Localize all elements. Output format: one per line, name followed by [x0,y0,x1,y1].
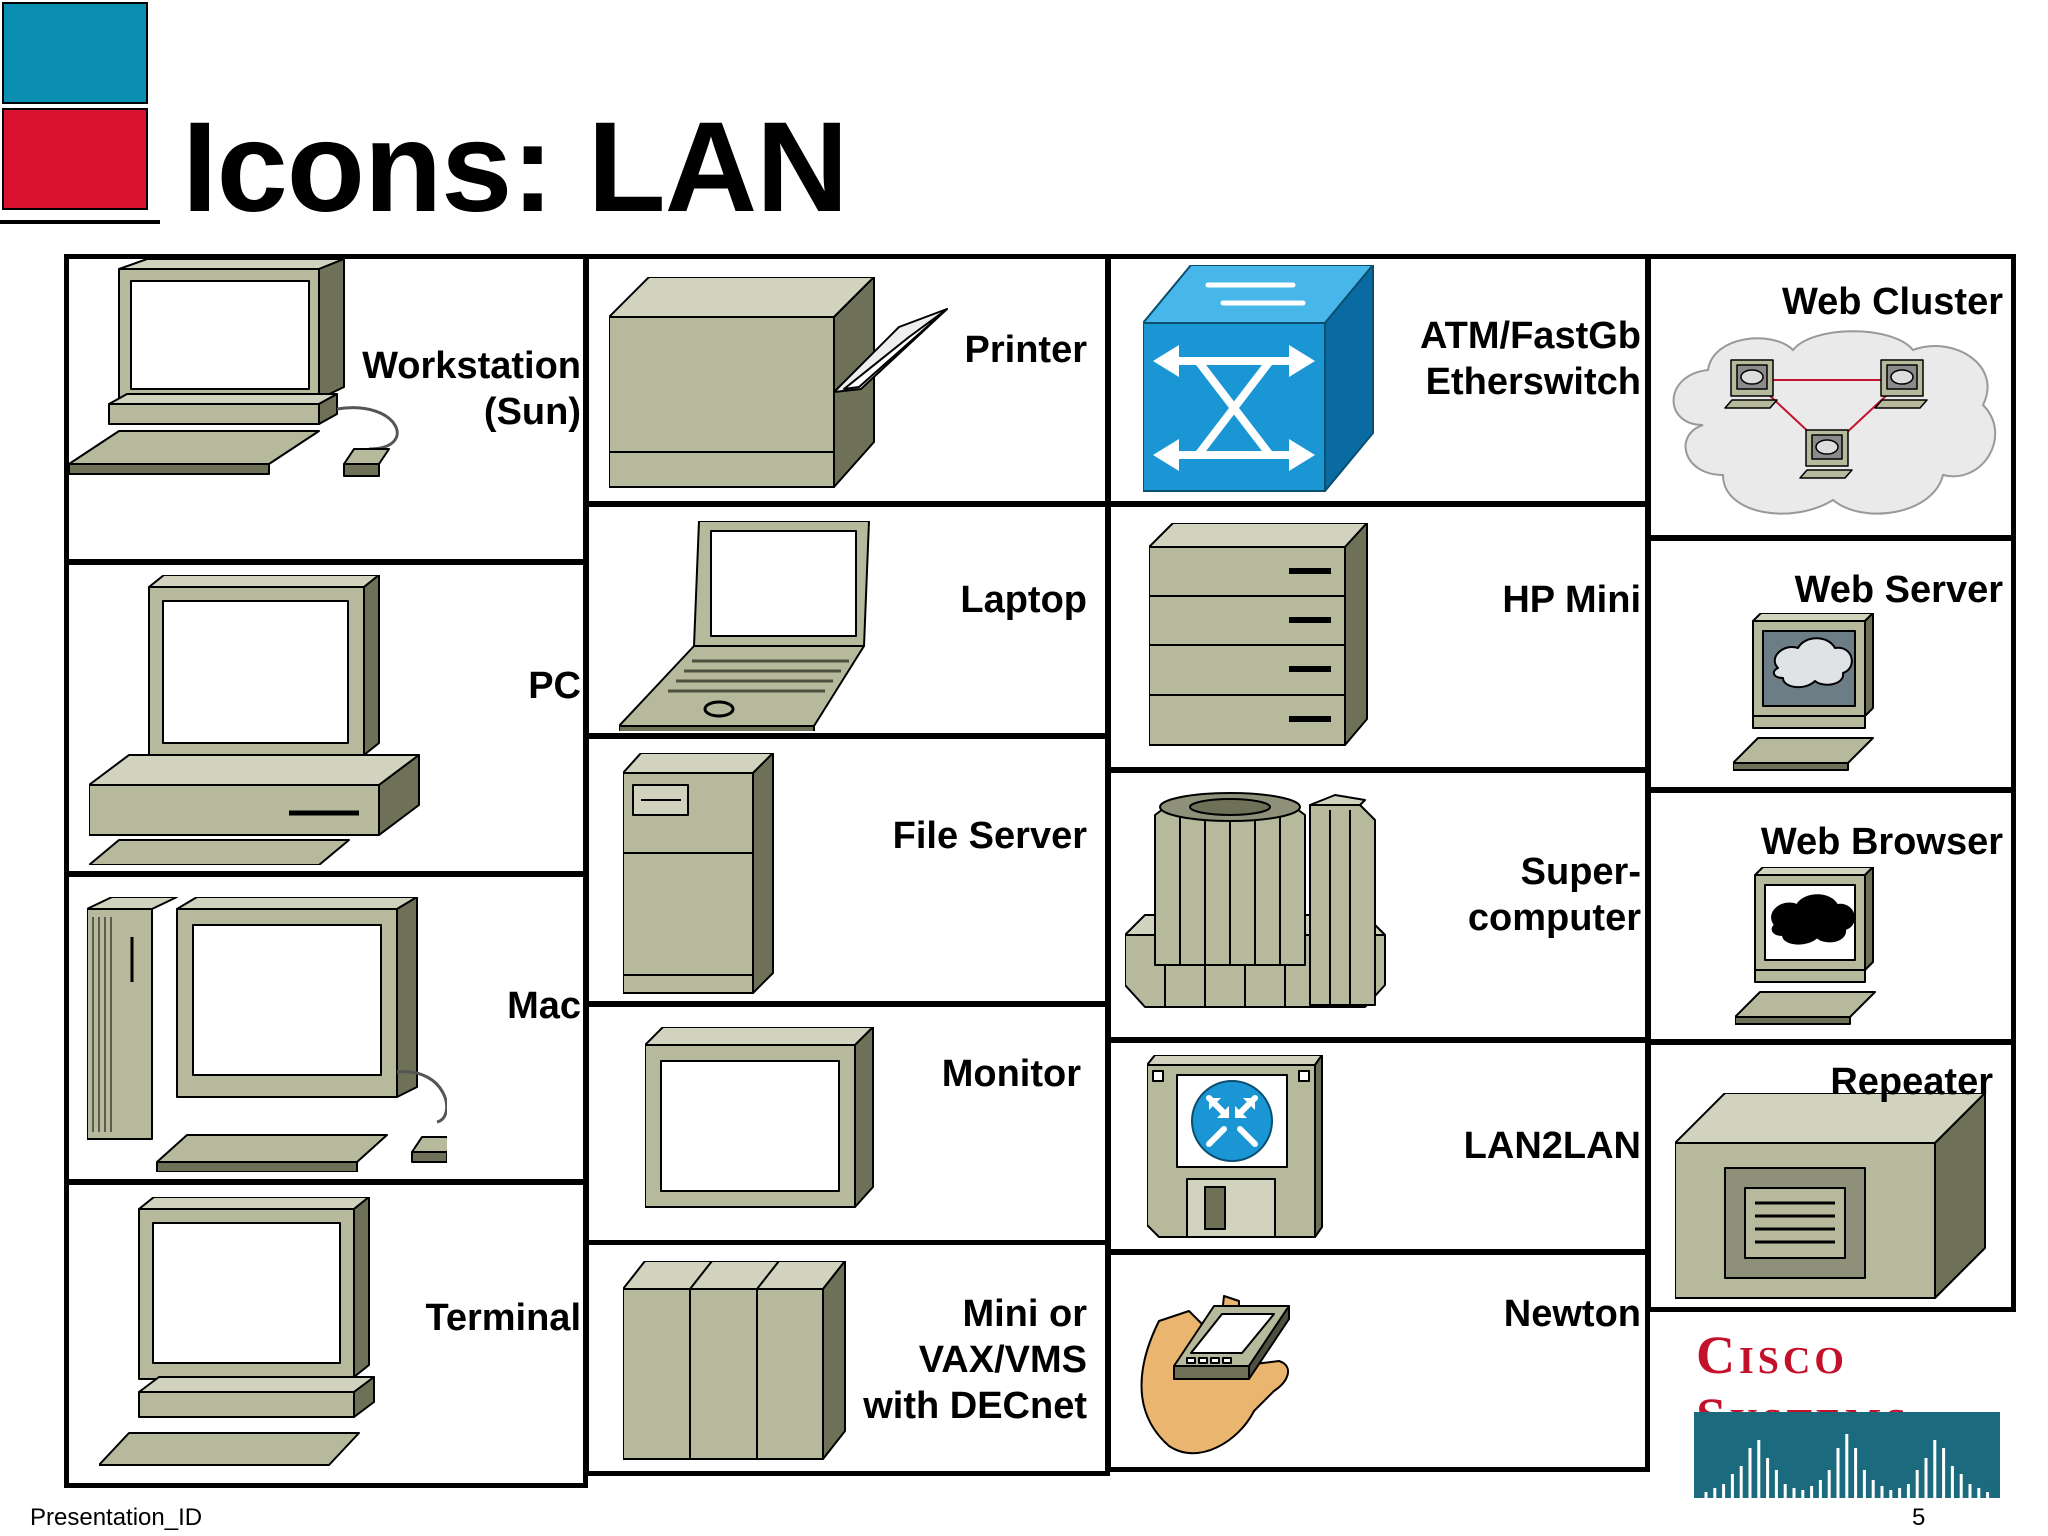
monitor-label: Monitor [941,1053,1081,1095]
page-title: Icons: LAN [182,96,849,239]
cell-newton: Newton [1106,1250,1650,1472]
mini-vax-icon [623,1261,846,1460]
cell-web-server: Web Server [1646,536,2016,792]
header-rule [0,220,160,224]
cell-mini-vax: Mini or VAX/VMS with DECnet [584,1240,1110,1476]
cell-pc: PC [64,560,588,876]
cisco-logo-bars [1694,1412,2000,1498]
cell-lan2lan: LAN2LAN [1106,1038,1650,1254]
lan2lan-icon [1147,1055,1323,1238]
atm-switch-label: ATM/FastGb Etherswitch [1420,315,1641,403]
workstation-icon [69,259,399,477]
mini-vax-label: Mini or VAX/VMS with DECnet [863,1293,1087,1427]
web-browser-icon [1735,867,1876,1025]
web-cluster-label: Web Cluster [1781,281,2003,323]
cell-printer: Printer [584,254,1110,506]
cell-hp-mini: HP Mini [1106,502,1650,772]
header-blue-square [2,2,148,104]
newton-label: Newton [1503,1293,1641,1335]
cell-atm-switch: ATM/FastGb Etherswitch [1106,254,1650,506]
header-red-square [2,108,148,210]
web-server-icon [1733,613,1874,771]
mac-icon [87,897,447,1172]
terminal-label: Terminal [425,1297,581,1339]
cell-web-browser: Web Browser [1646,788,2016,1044]
workstation-label: Workstation (Sun) [362,345,581,433]
file-server-icon [623,753,774,994]
cell-monitor: Monitor [584,1002,1110,1246]
repeater-label: Repeater [1830,1061,1993,1103]
cell-mac: Mac [64,872,588,1184]
cell-file-server: File Server [584,734,1110,1006]
atm-switch-icon [1143,265,1374,492]
web-server-label: Web Server [1794,569,2003,611]
newton-icon [1140,1295,1290,1455]
footer-page-number: 5 [1912,1504,1926,1531]
monitor-icon [645,1027,874,1208]
cell-workstation: Workstation (Sun) [64,254,588,564]
hp-mini-label: HP Mini [1502,579,1641,621]
lan2lan-label: LAN2LAN [1463,1125,1641,1167]
laptop-label: Laptop [960,579,1087,621]
laptop-icon [619,521,870,731]
printer-icon [609,277,948,488]
mac-label: Mac [507,985,581,1027]
cell-terminal: Terminal [64,1180,588,1488]
file-server-label: File Server [892,815,1087,857]
terminal-icon [99,1197,375,1466]
web-cluster-icon [1672,330,1997,515]
cell-laptop: Laptop [584,502,1110,738]
supercomputer-icon [1125,792,1386,1008]
cell-repeater: Repeater [1646,1040,2016,1312]
repeater-icon [1675,1093,1986,1299]
pc-icon [89,575,420,865]
supercomputer-label: Super- computer [1467,851,1641,939]
cell-web-cluster: Web Cluster [1646,254,2016,540]
web-browser-label: Web Browser [1760,821,2003,863]
printer-label: Printer [964,329,1087,371]
hp-mini-icon [1149,523,1368,746]
cell-supercomputer: Super- computer [1106,768,1650,1042]
pc-label: PC [528,665,581,707]
footer-presentation-id: Presentation_ID [30,1504,203,1531]
